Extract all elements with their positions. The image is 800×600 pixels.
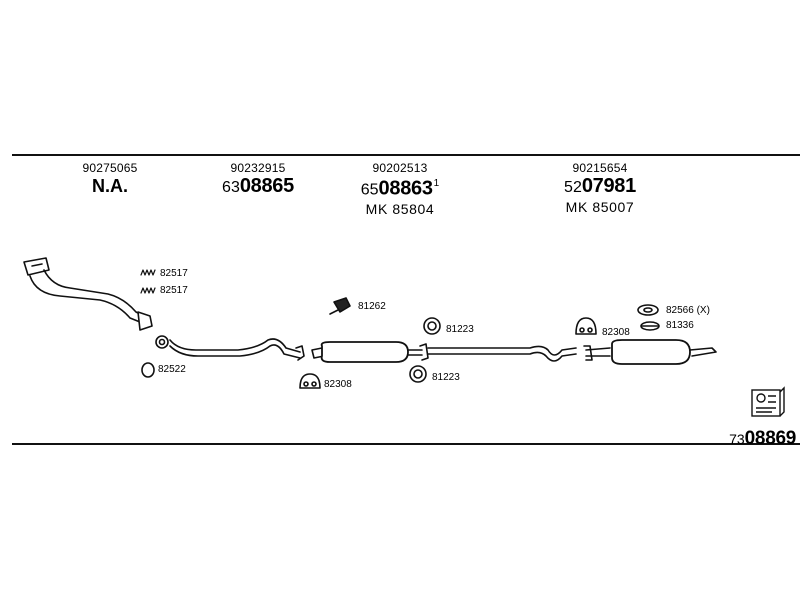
mount-icon[interactable] bbox=[640, 321, 660, 331]
oe-number: 90215654 bbox=[572, 161, 628, 175]
connecting-pipe-icon[interactable] bbox=[427, 345, 577, 362]
ring-icon[interactable] bbox=[141, 362, 155, 378]
hanger-icon[interactable] bbox=[575, 317, 597, 335]
top-divider bbox=[12, 154, 800, 156]
mount-icon[interactable] bbox=[637, 304, 659, 316]
clamp-icon[interactable] bbox=[140, 269, 156, 294]
part-number: N.A. bbox=[92, 176, 128, 196]
clamp-label: 82517 bbox=[160, 285, 188, 296]
rubber-ring-label: 81223 bbox=[446, 324, 474, 335]
rubber-ring-icon[interactable] bbox=[409, 365, 427, 383]
bracket-label: 81262 bbox=[358, 301, 386, 312]
mounting-kit-number: MK 85804 bbox=[365, 201, 435, 218]
oe-number: 90275065 bbox=[82, 161, 138, 175]
kit-box-icon bbox=[751, 386, 785, 417]
oe-number: 90202513 bbox=[372, 161, 428, 175]
rubber-ring-icon[interactable] bbox=[423, 317, 441, 335]
front-pipe-icon[interactable] bbox=[23, 257, 153, 331]
part-column-front-pipe[interactable]: 90275065 N.A. bbox=[83, 161, 138, 197]
hanger-icon[interactable] bbox=[299, 373, 321, 389]
mounting-kit-number: MK 85007 bbox=[565, 199, 635, 215]
hanger-label: 82308 bbox=[602, 327, 630, 338]
oe-number: 90232915 bbox=[230, 161, 286, 175]
bracket-icon[interactable] bbox=[329, 297, 351, 315]
part-number: 6308865 bbox=[222, 175, 294, 197]
rubber-ring-label: 81223 bbox=[432, 372, 460, 383]
part-column-intermediate-pipe[interactable]: 90232915 6308865 bbox=[222, 161, 294, 197]
rear-silencer-icon[interactable] bbox=[583, 339, 717, 365]
intermediate-pipe-icon[interactable] bbox=[169, 338, 305, 361]
part-number: 5207981 bbox=[564, 175, 636, 197]
gasket-label: 82522 bbox=[158, 364, 186, 375]
bottom-divider bbox=[12, 443, 800, 445]
part-column-middle-silencer[interactable]: 90202513 65088631 MK 85804 bbox=[361, 161, 439, 217]
middle-silencer-icon[interactable] bbox=[311, 341, 429, 363]
mount-label: 82566 (X) bbox=[666, 305, 710, 316]
hanger-label: 82308 bbox=[324, 379, 352, 390]
kit-number[interactable]: 7308869 bbox=[729, 428, 796, 450]
part-column-rear-silencer[interactable]: 90215654 5207981 MK 85007 bbox=[564, 161, 636, 215]
clamp-label: 82517 bbox=[160, 268, 188, 279]
kit-main: 08869 bbox=[744, 428, 797, 449]
gasket-icon[interactable] bbox=[155, 335, 169, 349]
kit-prefix: 73 bbox=[729, 431, 745, 447]
part-number: 65088631 bbox=[360, 177, 440, 200]
mount-label: 81336 bbox=[666, 320, 694, 331]
